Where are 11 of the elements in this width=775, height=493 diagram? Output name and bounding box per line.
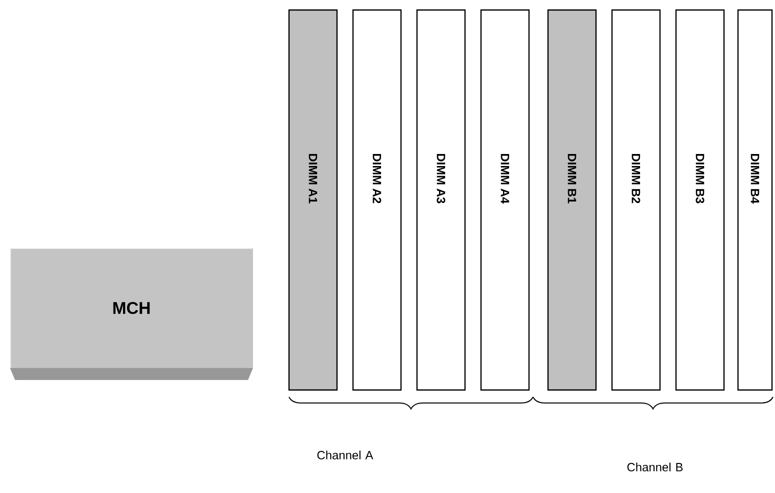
memory-module: DIMM B1 <box>547 9 597 391</box>
memory-module: DIMM B2 <box>611 9 661 391</box>
memory-module: DIMM A4 <box>480 9 530 391</box>
memory-module: DIMM B4 <box>737 9 773 391</box>
memory-module: DIMM B3 <box>675 9 725 391</box>
memory-module: DIMM A1 <box>288 9 338 391</box>
memory-module: DIMM A2 <box>352 9 402 391</box>
channel-label: Channel B <box>627 462 683 472</box>
chip-box: MCH <box>10 248 253 380</box>
channel-label: Channel A <box>317 450 374 460</box>
memory-module: DIMM A3 <box>416 9 466 391</box>
